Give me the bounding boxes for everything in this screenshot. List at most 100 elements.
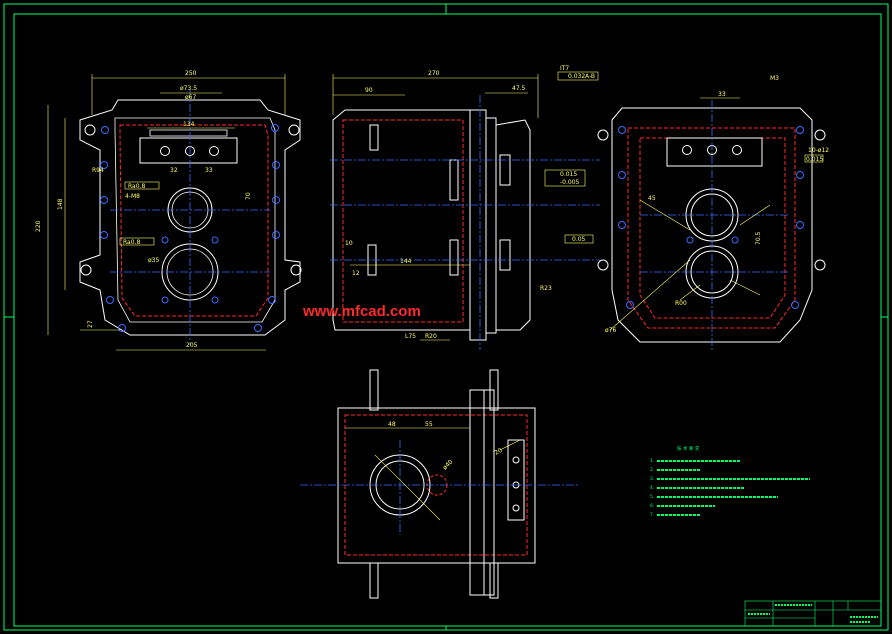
bottom-view-stud — [489, 369, 499, 411]
dim-text: 220 — [35, 220, 42, 232]
front-view-roughness-box — [119, 237, 155, 246]
right-view-lug — [597, 129, 609, 141]
bolt-hole — [118, 324, 126, 332]
right-view-bolt-holes — [618, 126, 804, 309]
right-view-lug — [597, 259, 609, 271]
dim-text: 90 — [365, 87, 373, 94]
dim-text: 48 — [388, 421, 396, 428]
note-line: 7. — [650, 512, 654, 518]
dim-text: ø35 — [148, 257, 159, 264]
side-view-hidden — [342, 119, 464, 323]
dim-text: R94 — [92, 167, 104, 174]
bottom-view-outline — [337, 407, 536, 564]
bolt-hole — [101, 126, 109, 134]
bolt-hole — [512, 456, 520, 464]
dim-text: 70.5 — [755, 231, 762, 245]
dim-text: 0.015 — [806, 156, 823, 163]
dim-text: 148 — [57, 198, 64, 210]
bolt-hole — [271, 124, 279, 132]
bolt-hole — [618, 171, 626, 179]
note-line: 6. — [650, 503, 654, 509]
dim-text: 10-ø12 — [808, 147, 829, 154]
bottom-view: 48 55 ø40 20 — [300, 369, 580, 599]
dim-text: R23 — [540, 285, 552, 292]
dim-text: 250 — [185, 70, 197, 77]
bolt-hole — [686, 236, 694, 244]
dim-text: ø40 — [441, 458, 454, 471]
note-line: 5. — [650, 494, 654, 500]
bolt-hole — [106, 296, 114, 304]
note-line: 4. — [650, 485, 654, 491]
note-line: 2. — [650, 467, 654, 473]
bottom-view-flange — [469, 389, 485, 596]
right-view-lug — [814, 259, 826, 271]
bottom-view-stud — [489, 562, 499, 599]
watermark-text: www.mfcad.com — [302, 303, 421, 320]
front-view-slot-inner — [149, 129, 228, 137]
dim-text: R20 — [425, 333, 437, 340]
front-view-outline — [79, 99, 301, 336]
bolt-hole — [272, 161, 280, 169]
front-view-slot — [139, 137, 238, 164]
bolt-hole — [211, 296, 219, 304]
front-view-lug — [290, 264, 302, 276]
title-block-fill — [748, 604, 878, 623]
front-view-hidden-cavity — [119, 124, 269, 317]
notes-title: 技 术 要 求 — [677, 445, 700, 452]
bolt-hole — [211, 236, 219, 244]
right-view-slot-hole — [682, 145, 692, 155]
side-view-outline — [332, 109, 471, 331]
dim-text: A-B — [585, 73, 595, 80]
front-view-dimension-lines — [47, 74, 286, 351]
front-view-lug — [84, 124, 96, 136]
dim-text: L75 — [405, 333, 416, 340]
bolt-hole — [796, 221, 804, 229]
dim-text: 27 — [87, 320, 94, 328]
bolt-hole — [512, 504, 520, 512]
front-view-inner-outline — [114, 117, 276, 323]
front-view-lug — [288, 124, 300, 136]
side-view-flange-2 — [485, 117, 497, 334]
dim-text: 12 — [352, 270, 360, 277]
dim-text: 144 — [400, 258, 412, 265]
bottom-view-dimension-lines — [345, 427, 521, 521]
right-view-lug — [814, 129, 826, 141]
bolt-hole — [618, 126, 626, 134]
side-section-view: 270 90 47.5 IT7 0.032 A-B 0.015 -0.005 1… — [330, 65, 600, 350]
bolt-hole — [268, 296, 276, 304]
dim-text: ø73.5 — [180, 85, 197, 92]
right-view-hidden — [627, 127, 796, 329]
bolt-hole — [272, 231, 280, 239]
dim-text: Ra0.8 — [128, 183, 145, 190]
bottom-view-center-lines — [300, 440, 580, 535]
right-view-tolerance-frame — [804, 154, 824, 163]
dim-text: M3 — [770, 75, 779, 82]
dim-text: ø67 — [185, 94, 196, 101]
bolt-hole — [272, 196, 280, 204]
dim-text: 0.015 — [560, 171, 577, 178]
dim-text: 70 — [245, 192, 252, 200]
bolt-hole — [796, 126, 804, 134]
title-block — [744, 600, 882, 627]
side-view-tolerance-frame — [544, 169, 586, 187]
dim-text: ø76 — [605, 327, 616, 334]
bolt-hole — [100, 161, 108, 169]
side-view-flange — [469, 109, 487, 341]
front-view: 250 ø73.5 ø67 134 32 33 R94 Ra0.8 4-M8 ø… — [35, 70, 302, 351]
right-view-slot-hole — [732, 145, 742, 155]
dim-text: 134 — [183, 121, 195, 128]
bottom-view-stud — [369, 562, 379, 599]
dim-text: 20 — [494, 447, 504, 457]
right-view-leaders — [609, 97, 771, 331]
dim-text: 32 — [170, 167, 178, 174]
side-view-tolerance-frame — [564, 234, 594, 244]
dim-text: 55 — [425, 421, 433, 428]
front-view-slot-hole — [209, 146, 219, 156]
dim-text: 45 — [648, 195, 656, 202]
dim-text: 33 — [205, 167, 213, 174]
dim-text: 10 — [345, 240, 353, 247]
bolt-hole — [161, 236, 169, 244]
right-view: M3 33 10-ø12 0.015 70.5 ø76 R00 45 — [597, 75, 829, 350]
dim-text: 205 — [186, 342, 198, 349]
